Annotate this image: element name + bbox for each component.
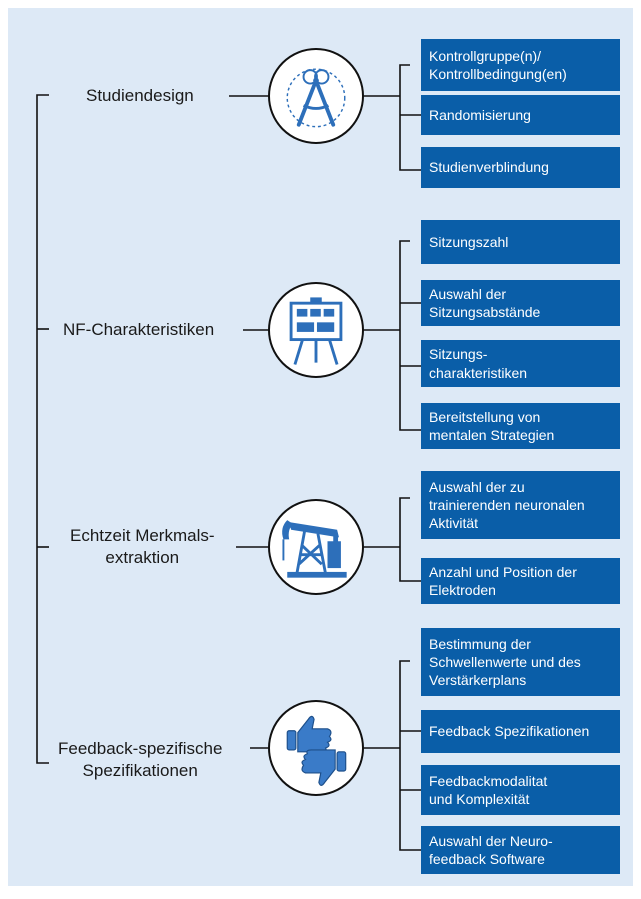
box-sitzungscharakteristiken: Sitzungs- charakteristiken [421, 340, 620, 387]
category-label-nf-charakteristiken: NF-Charakteristiken [61, 319, 217, 342]
box-mentale-strategien: Bereitstellung von mentalen Strategien [421, 403, 620, 449]
box-kontrollgruppen: Kontrollgruppe(n)/ Kontrollbedingung(en) [421, 39, 620, 91]
box-feedbackmodalitaet: Feedbackmodalitat und Komplexität [421, 765, 620, 815]
box-neuronale-aktivitaet: Auswahl der zu trainierenden neuronalen … [421, 471, 620, 539]
oil-pump-icon [268, 499, 364, 595]
box-sitzungszahl: Sitzungszahl [421, 220, 620, 264]
easel-board-icon [268, 282, 364, 378]
box-studienverblindung: Studienverblindung [421, 147, 620, 188]
box-schwellenwerte: Bestimmung der Schwellenwerte und des Ve… [421, 628, 620, 696]
box-elektroden: Anzahl und Position der Elektroden [421, 558, 620, 604]
category-label-echtzeit: Echtzeit Merkmals- extraktion [68, 525, 217, 570]
box-randomisierung: Randomisierung [421, 95, 620, 135]
category-label-feedback: Feedback-spezifische Spezifikationen [56, 738, 225, 783]
category-label-studiendesign: Studiendesign [84, 85, 196, 108]
box-feedback-spezifikationen: Feedback Spezifikationen [421, 710, 620, 753]
box-neurofeedback-software: Auswahl der Neuro- feedback Software [421, 826, 620, 874]
box-sitzungsabstaende: Auswahl der Sitzungsabstände [421, 280, 620, 326]
thumbs-up-down-icon [268, 700, 364, 796]
compass-icon [268, 48, 364, 144]
